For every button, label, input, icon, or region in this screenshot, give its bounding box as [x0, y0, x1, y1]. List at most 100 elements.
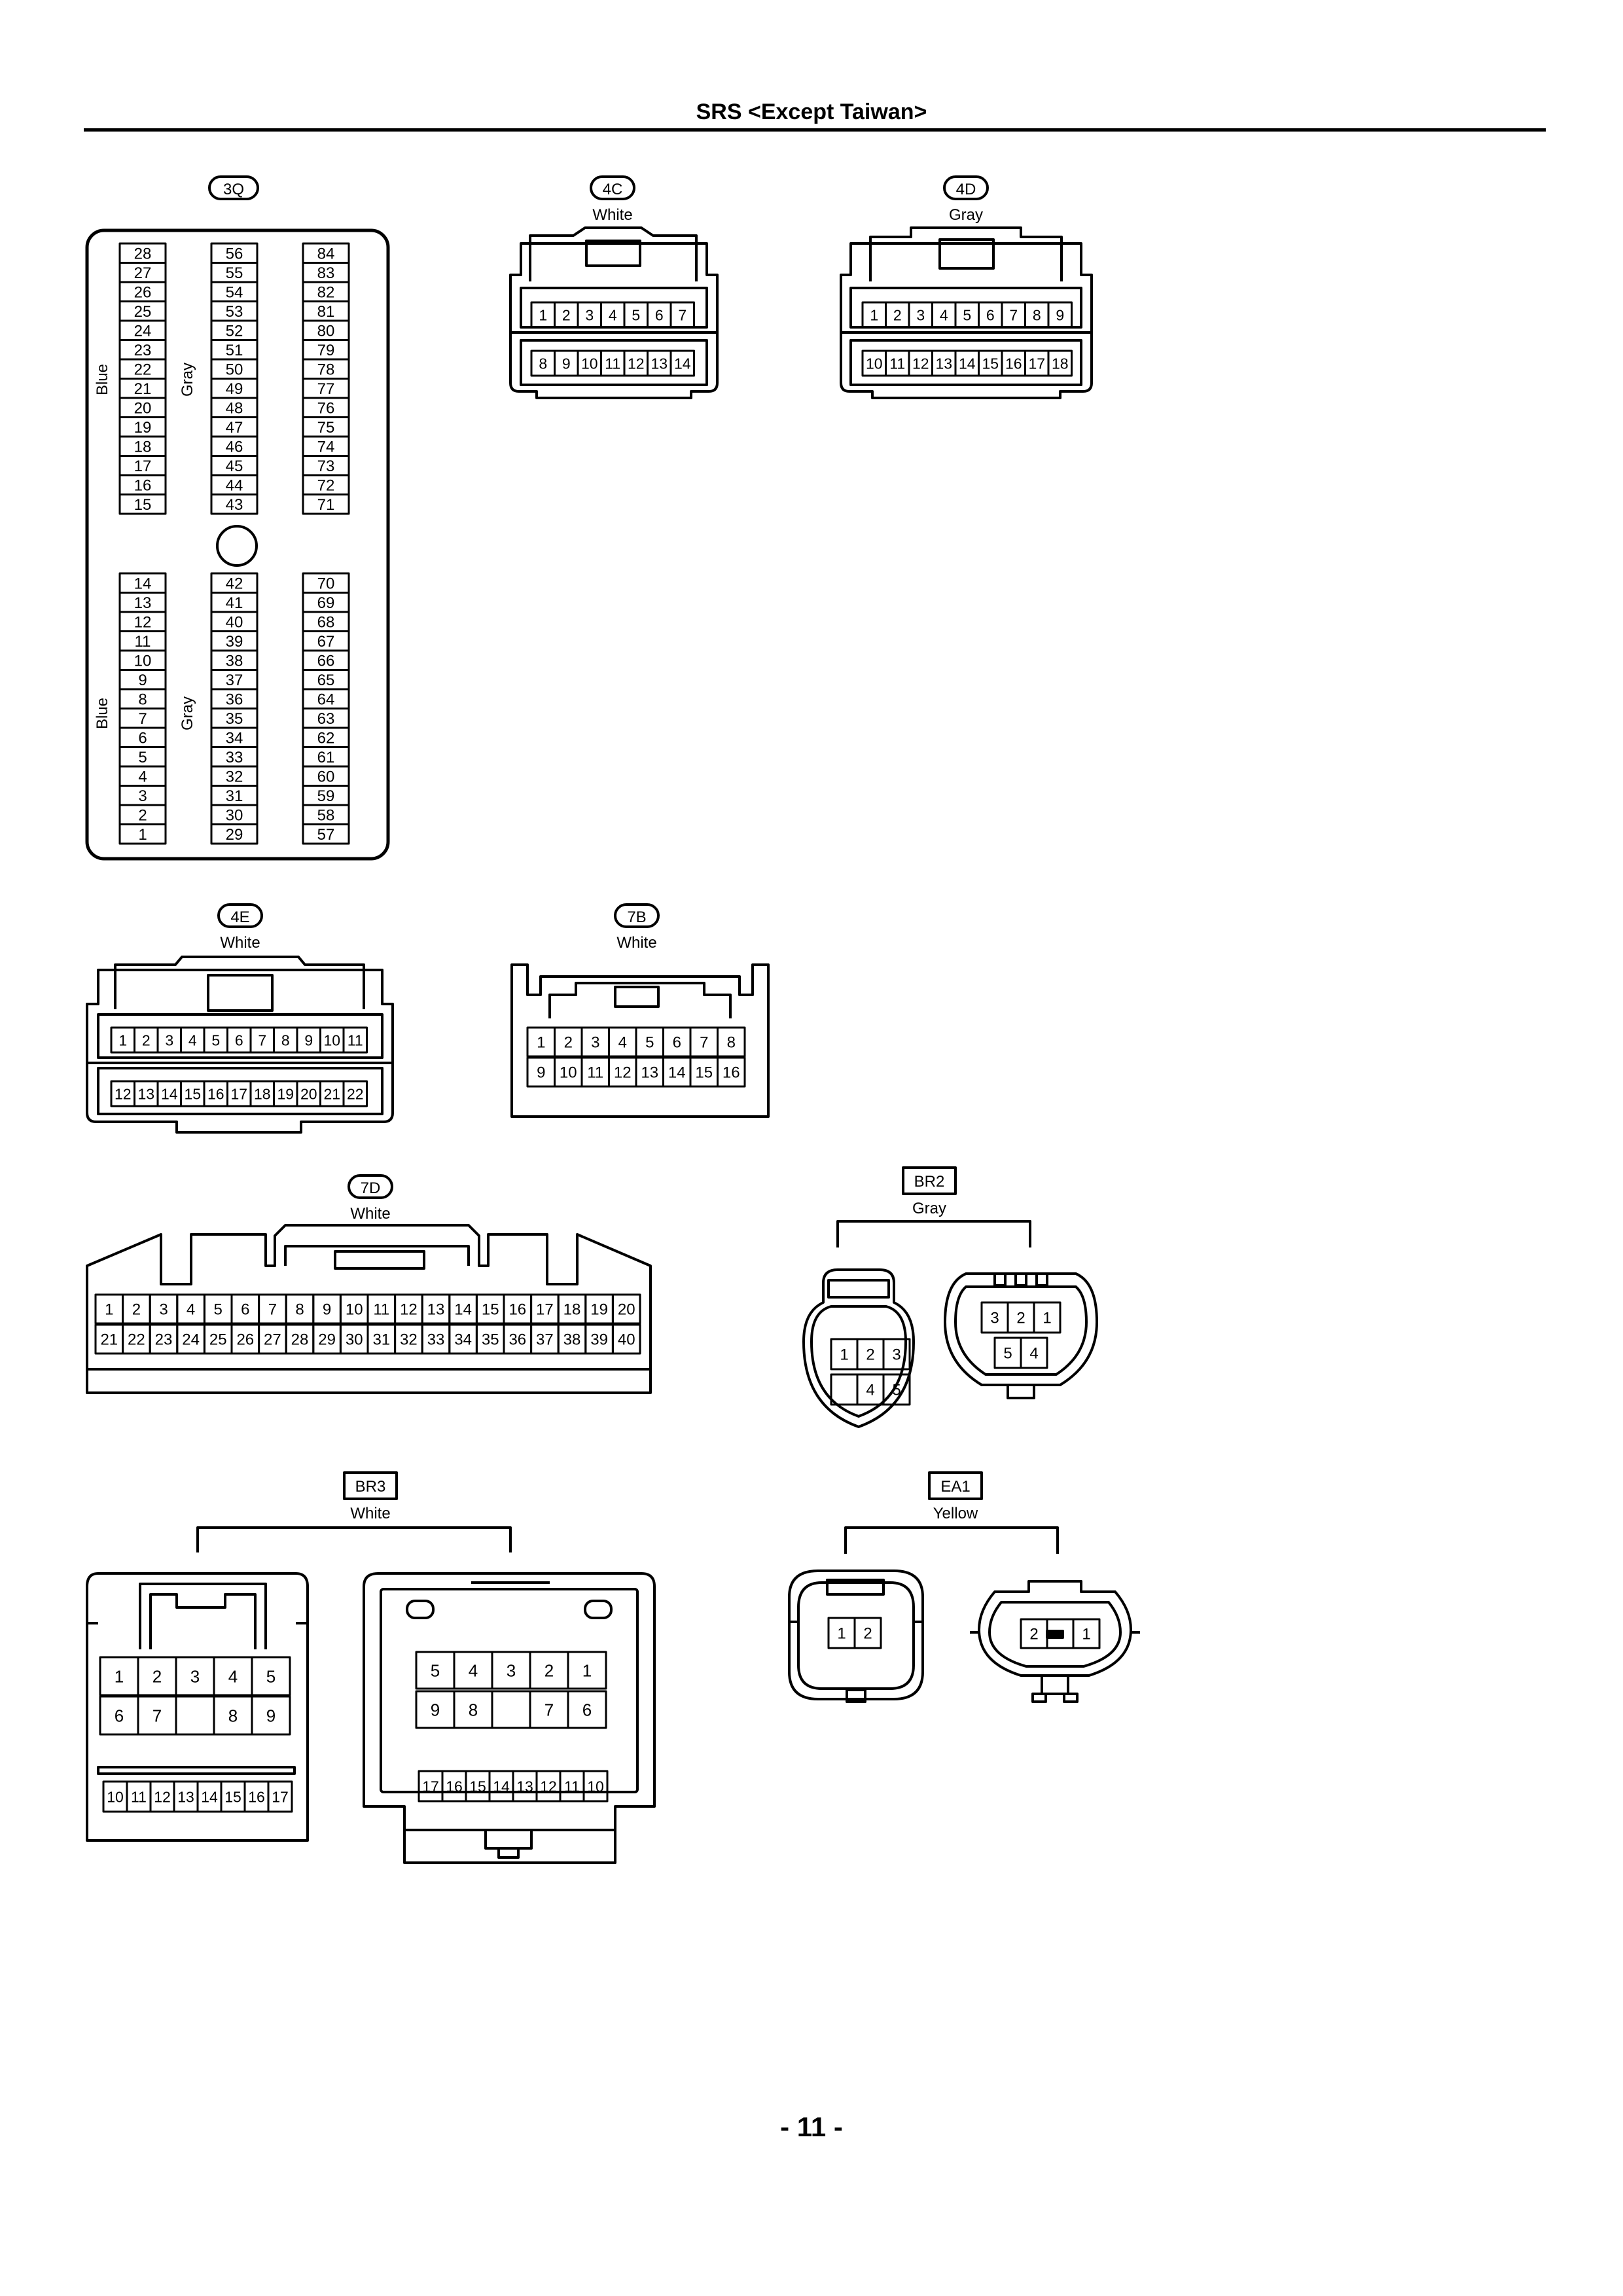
pin-number: 5	[963, 306, 971, 323]
pin-cavity	[717, 1056, 746, 1088]
pin-number: 7	[152, 1706, 162, 1725]
pin-number: 66	[317, 652, 335, 670]
pin-number: 65	[317, 672, 335, 689]
pin-number: 3	[585, 306, 594, 323]
connector-housing	[988, 1601, 1122, 1668]
pin-number: 73	[317, 457, 335, 475]
pair-bracket	[844, 1526, 1059, 1554]
pin-number: 4	[228, 1666, 238, 1686]
pin-cavity	[1047, 350, 1073, 377]
pin-number: 62	[317, 729, 335, 747]
pin-number: 6	[673, 1034, 681, 1052]
pin-number: 14	[674, 355, 691, 372]
housing-color: White	[592, 206, 632, 224]
connector-latch	[484, 1829, 533, 1850]
pin-number: 11	[373, 1301, 389, 1319]
pin-number: 16	[1005, 355, 1022, 372]
pin-cavity	[302, 493, 350, 515]
pin-number: 11	[889, 355, 905, 372]
pin-cavity	[1047, 301, 1073, 329]
connector-housing	[788, 1570, 924, 1700]
connector-inner-frame	[97, 1067, 383, 1115]
pin-number: 21	[323, 1085, 340, 1102]
pin-number: 18	[563, 1301, 581, 1319]
pin-cavity	[830, 1373, 859, 1406]
pin-number: 59	[317, 787, 335, 805]
pin-number: 77	[317, 380, 335, 398]
pin-number: 2	[562, 306, 571, 323]
connector-latch	[149, 1593, 257, 1649]
pin-number: 10	[866, 355, 883, 372]
pin-number: 14	[161, 1085, 178, 1102]
pin-number: 2	[564, 1034, 573, 1052]
connector-lock	[139, 1583, 267, 1649]
pin-number: 38	[226, 652, 243, 670]
connector-latch	[938, 238, 995, 270]
pin-number: 25	[134, 303, 152, 321]
pin-number: 5	[211, 1031, 220, 1049]
pin-number: 76	[317, 399, 335, 417]
pin-cavity	[611, 1293, 641, 1325]
connector-code: 3Q	[223, 181, 244, 198]
pin-number: 3	[138, 787, 147, 805]
pin-number: 2	[544, 1660, 554, 1680]
pin-number: 39	[590, 1331, 608, 1349]
pin-number: 2	[1016, 1310, 1025, 1327]
connector-housing	[85, 228, 390, 861]
wire-color-label: Gray	[179, 363, 196, 397]
pin-number: 48	[226, 399, 243, 417]
pin-number: 23	[155, 1331, 173, 1349]
pin-cavity	[210, 823, 259, 845]
connector-3q: 3Q Blue Gray Blue Gray 28272625242322212…	[85, 175, 390, 861]
pin-number: 18	[1052, 355, 1069, 372]
connector-rib	[1014, 1272, 1027, 1287]
pin-cavity	[882, 1338, 911, 1371]
pin-number: 1	[118, 1031, 127, 1049]
pin-number: 37	[536, 1331, 554, 1349]
pin-number: 12	[154, 1788, 171, 1805]
pin-cavity	[210, 493, 259, 515]
pin-number: 16	[446, 1778, 463, 1795]
pin-cavity	[669, 350, 695, 377]
pin-number: 54	[226, 283, 243, 301]
pin-number: 4	[188, 1031, 197, 1049]
pin-number: 17	[272, 1788, 289, 1805]
pin-number: 11	[135, 633, 151, 651]
pin-number: 2	[1029, 1626, 1038, 1643]
connector-rib	[1035, 1272, 1048, 1287]
housing-color: White	[350, 1505, 390, 1522]
pin-number: 4	[609, 306, 617, 323]
pin-number: 11	[564, 1778, 580, 1795]
connector-latch	[827, 1279, 890, 1299]
pin-number: 4	[1029, 1345, 1038, 1363]
pin-number: 15	[695, 1064, 713, 1082]
pin-number: 12	[134, 613, 152, 631]
pin-number: 2	[138, 806, 147, 824]
pin-number: 36	[226, 691, 243, 708]
pin-number: 8	[295, 1301, 304, 1319]
connector-code: BR2	[914, 1173, 945, 1191]
pin-number: 4	[940, 306, 948, 323]
pin-number: 50	[226, 361, 243, 378]
pin-number: 1	[539, 306, 547, 323]
pin-number: 33	[226, 749, 243, 766]
pin-number: 64	[317, 691, 335, 708]
pin-cavity	[669, 301, 695, 329]
pin-number: 28	[134, 245, 152, 262]
housing-color: Yellow	[933, 1505, 978, 1522]
pin-cavity	[251, 1695, 291, 1736]
pin-number: 1	[837, 1625, 846, 1643]
pin-cavity	[582, 1770, 609, 1803]
pin-number: 51	[226, 342, 243, 359]
pin-cavity	[567, 1690, 607, 1729]
pin-number: 4	[187, 1301, 195, 1319]
pin-number: 22	[134, 361, 152, 378]
pin-number: 18	[254, 1085, 271, 1102]
pin-number: 39	[226, 633, 243, 651]
pin-number: 16	[508, 1301, 526, 1319]
pin-number: 12	[912, 355, 929, 372]
